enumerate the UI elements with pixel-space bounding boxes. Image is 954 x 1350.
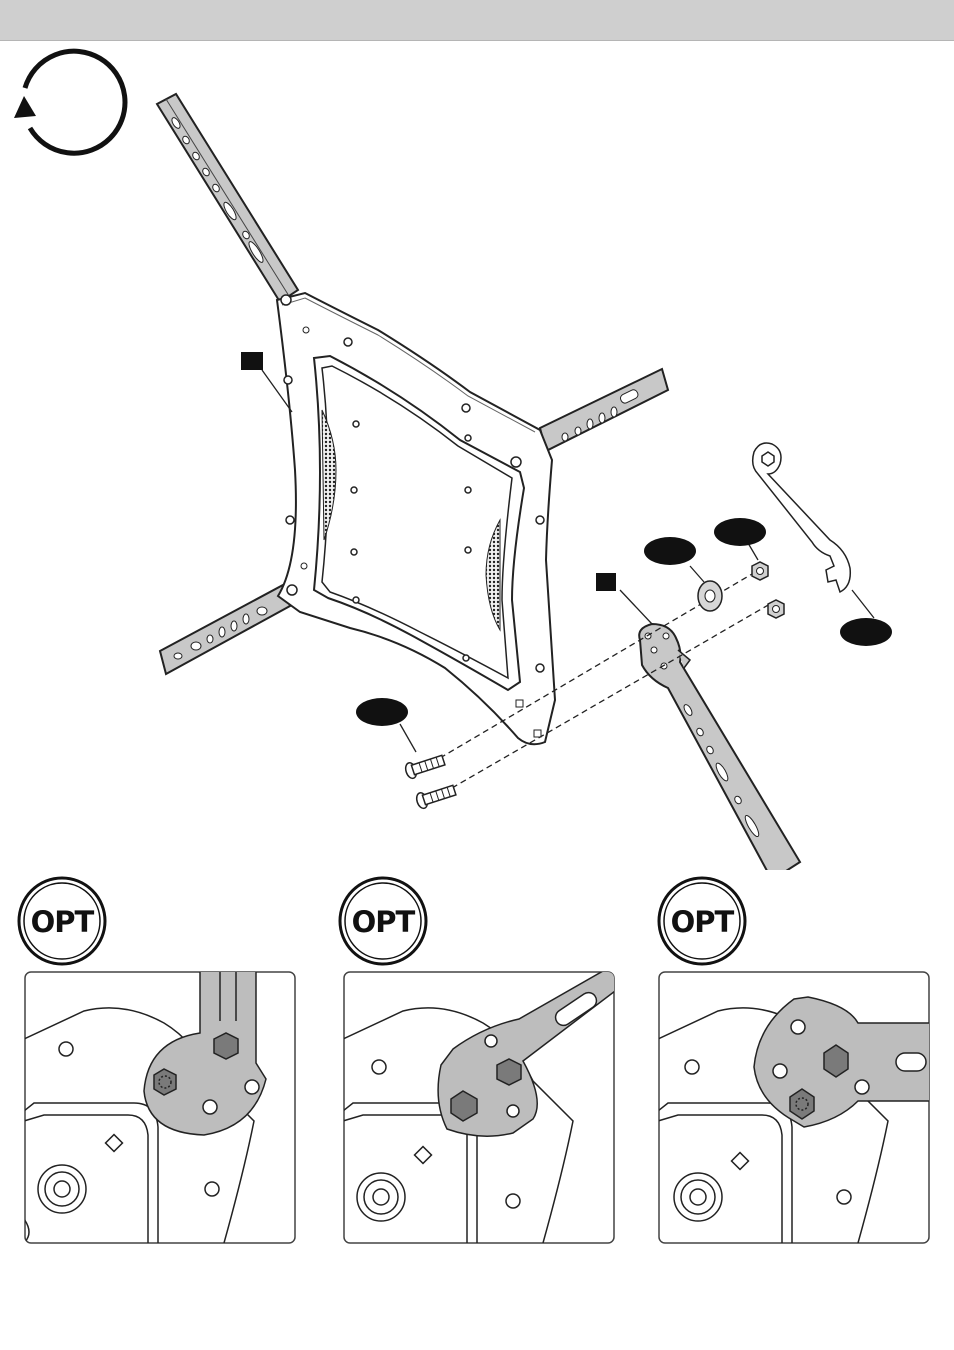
opt-label: OPT — [671, 905, 735, 939]
bracket-arm-upper-left — [157, 94, 298, 302]
callout-marker-arm — [596, 573, 616, 591]
opt-label: OPT — [31, 905, 95, 939]
assembly-illustration — [0, 40, 954, 870]
opt-label: OPT — [352, 905, 416, 939]
opt-badge-1: OPT — [16, 875, 108, 967]
header-bar — [0, 0, 954, 41]
callout-marker-bolt — [356, 698, 408, 726]
arm-angle-option-horizontal — [658, 971, 930, 1244]
washer — [698, 581, 722, 611]
bracket-arm-upper-right — [540, 369, 668, 451]
callout-marker-nut — [714, 518, 766, 546]
opt-badge-3: OPT — [656, 875, 748, 967]
opt-badge-2: OPT — [337, 875, 429, 967]
arm-angle-option-diagonal — [343, 971, 615, 1244]
bolts — [404, 752, 457, 809]
counterclockwise-rotate-icon — [14, 51, 125, 153]
callout-marker-wrench — [840, 618, 892, 646]
bracket-arm-lower-right — [639, 624, 800, 870]
nuts — [752, 562, 784, 618]
callout-marker-plate — [241, 352, 263, 370]
callout-marker-washer — [644, 537, 696, 565]
wall-plate — [277, 293, 555, 744]
bracket-arm-lower-left — [160, 585, 290, 674]
arm-angle-option-vertical — [24, 971, 296, 1244]
